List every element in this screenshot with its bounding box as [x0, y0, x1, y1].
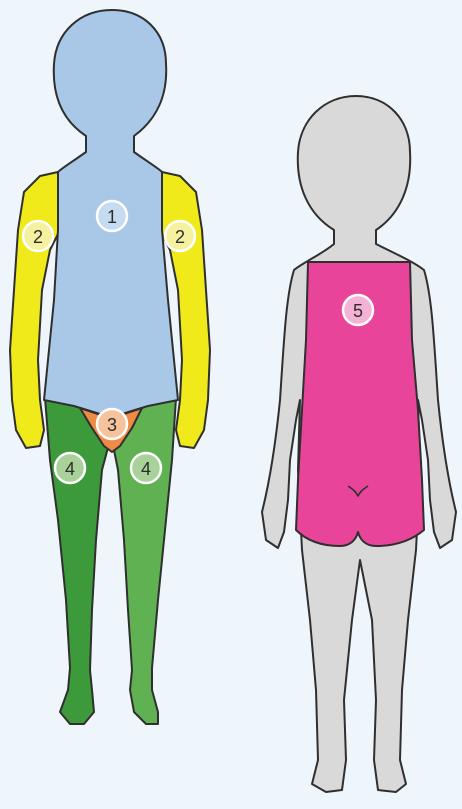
badge-label: 1	[107, 207, 117, 227]
zone-4-left-leg	[112, 398, 176, 724]
zone-5-badge-back-torso-and-buttocks: 5	[343, 295, 373, 325]
badge-label: 4	[141, 459, 151, 479]
badge-label: 4	[65, 459, 75, 479]
zone-1-badge-head-and-trunk: 1	[97, 201, 127, 231]
badge-label: 2	[33, 227, 43, 247]
zone-3-badge-groin: 3	[97, 409, 127, 439]
front-figure	[10, 10, 210, 724]
zone-2-badge-right-arm: 2	[23, 221, 53, 251]
back-figure	[262, 96, 456, 792]
zone-4-badge-left-leg: 4	[131, 453, 161, 483]
zone-4-right-leg	[45, 398, 110, 724]
zone-4-badge-right-leg: 4	[55, 453, 85, 483]
badge-label: 3	[107, 415, 117, 435]
badge-label: 2	[175, 227, 185, 247]
badge-label: 5	[353, 301, 363, 321]
zone-2-badge-left-arm: 2	[165, 221, 195, 251]
